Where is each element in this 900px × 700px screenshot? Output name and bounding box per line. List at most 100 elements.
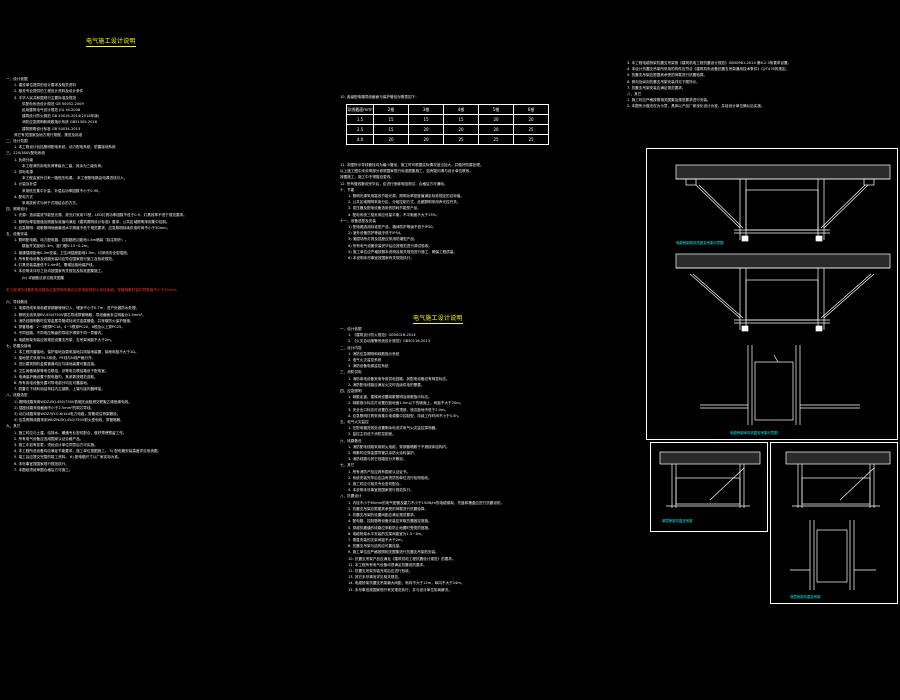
note-line: 7. 本图纸须经审图合格后方可施工。 [14, 467, 73, 472]
label-lateral-bracket: 电缆桥架侧向抗震支吊架示意图 [676, 241, 724, 245]
note-line: 以上施工图中未说明部分参照国家现行标准图集施工，如有疑问请与设计单位联系。 [340, 169, 473, 174]
note-line: 跷板开关距地1.3m，距门框0.15~0.2m。 [22, 244, 91, 249]
cable-tray-small-right [801, 477, 871, 505]
note-line: 十、节能 [340, 187, 355, 192]
note-line: 二、设计范围 [6, 139, 28, 144]
note-line: 2. 所有电气设备应选用国家认证合格产品。 [14, 436, 84, 441]
note-line: 1. 照明配电箱、动力配电箱、控制箱底边距地1.5m暗装（除注明外）。 [14, 238, 129, 243]
note-line: 4) 应急照明线路采用WDZN-BYJ-450/750V耐火型电线，穿管暗敷。 [14, 418, 124, 423]
note-line: 七、其它 [340, 463, 355, 468]
drawing-frame-bottom-right [770, 442, 898, 604]
note-line: 1. 照明光源采用高效节能光源，照明功率密度值满足标准规定的目标值。 [348, 194, 464, 199]
note-line: 1. 在配电箱进线处设置剩余电流式电气火灾监控探测器。 [348, 426, 439, 431]
note-line: 2. 普通插座距地0.3m安装，卫生间插座距地1.5m，均采用安全型插座。 [14, 250, 131, 255]
note-line: 1. 负荷分级 [14, 157, 33, 162]
note-line: 四、应急照明 [340, 389, 362, 394]
note-line: 4. 配电箱、控制箱等设备安装应采取抗震固定措施。 [348, 519, 432, 524]
note-line: 3) 潮湿场所灯具及插座应采用防潮型产品。 [348, 237, 418, 242]
note-line: 13. 其它未尽事宜详见相关规范。 [348, 575, 402, 580]
drawing-frame-large [646, 148, 898, 440]
note-line: 5) 施工单位应严格按照本说明及相关规范进行施工，确保工程质量。 [348, 249, 458, 254]
note-line: 2. 监控主机设于消防控制室。 [348, 432, 396, 437]
note-line: 3. 安全出口标志灯设置在出口的顶部，底边距地不低于2.0m。 [348, 407, 449, 412]
note-line: 十一、设备选型及安装 [340, 218, 376, 223]
note-line: 4. 卫生间做局部等电位联结，总等电位联结箱设于配电室。 [14, 368, 109, 373]
note-line: 4. 配电方式 [14, 194, 33, 199]
table-cell: 25 [513, 134, 549, 145]
note-line: 二、设计内容 [340, 345, 362, 350]
note-line: 本工程消防用电负荷等级为二级，其余为三级负荷。 [22, 163, 105, 168]
note-line: 3. 本工程电缆桥架抗震支吊架按《建筑机电工程抗震设计规范》GB50981-20… [627, 61, 792, 65]
note-line: 4. 应急照明灯具采用集中电源集中控制型，持续工作时间不小于0.5h。 [348, 413, 462, 418]
anchor-top-left [685, 178, 697, 186]
note-line: 民用建筑电气设计规范 JGJ 16-2008 [22, 108, 81, 113]
label-longitudinal-bracket: 电缆桥架纵向抗震支吊架示意图 [730, 431, 778, 435]
slab-small-left [659, 451, 761, 465]
note-line: 2. 明敷时应穿金属导管并涂防火涂料保护。 [348, 451, 418, 456]
note-line: 5. 本说明未详尽之处均按国家有关规范及标准图集施工。 [14, 269, 105, 274]
note-line: 3) 动力线路采用WDZ-YJY-0.6/1kV电力电缆，穿管或沿桥架敷设。 [14, 411, 121, 416]
cable-tray-small-left [675, 477, 741, 505]
note-line: 5. 抗震支吊架应根据其承受的荷载进行抗震验算。 [627, 73, 708, 78]
note-line: 3. 计量及补偿 [14, 182, 37, 187]
brace-left-1 [695, 184, 741, 229]
note-line: 消防应急照明和疏散指示系统 GB51309-2018 [22, 120, 97, 125]
note-line: 7. 防雷引下线利用结构柱内主钢筋，上端与接闪器焊接。 [14, 387, 105, 392]
notes-column-right: 3. 本工程电缆桥架抗震支吊架按《建筑机电工程抗震设计规范》GB50981-20… [627, 60, 879, 110]
note-line: 4. 灯具安装高度低于2.4m时，需增加接地保护线。 [14, 263, 97, 268]
note-line: 4. 本设计抗震支吊架所采用的构件应符合《建筑机电设备抗震支吊架通用技术条件》C… [627, 67, 790, 72]
note-line: 5. 竣工后应提交完整的竣工资料。 6) 配电箱尺寸以厂家实际为准。 [14, 455, 122, 460]
note-line: 2. 系统安装完毕后应由有资质的单位进行检测验收。 [348, 475, 432, 480]
note-line: 4) 所有电气设备安装完毕后应按规范进行调试验收。 [348, 243, 432, 248]
note-line: 按图施工，施工中不得擅自更改。 [340, 175, 394, 180]
note-line: 六、线路敷设 [340, 438, 362, 443]
note-line: 11. 本工程所有电气设备均须满足抗震设防要求。 [348, 562, 427, 567]
note-line: 五、设备安装 [6, 232, 28, 237]
note-line: 15. 未尽事宜按国家现行有关规范执行，并与设计单位协商解决。 [348, 587, 452, 592]
note-line: 建筑照明设计标准 GB 50034-2013 [22, 126, 81, 131]
note-line: 1. 本工程设计包括照明配电系统、动力配电系统、防雷接地系统 [14, 145, 116, 150]
slab-second [675, 253, 891, 269]
slab-top [675, 164, 891, 180]
label-double-tray: 双层桥架抗震支吊架 [790, 595, 821, 599]
note-line: 2. 照明功率密度值及照度标准值均满足《建筑照明设计标准》要求，公共区域照明采用… [14, 219, 170, 224]
note-line: 八、其它 [627, 92, 642, 97]
note-line: 六、导线敷设 [6, 300, 28, 305]
vertical-tray [754, 361, 794, 421]
note-line: 八、抗震设计 [340, 494, 362, 499]
note-line: 八、线路选型 [6, 393, 28, 398]
note-line: 3. 抗震支吊架的设置间距应满足规范要求。 [348, 513, 418, 518]
drawing-frame-bottom-left [650, 442, 768, 532]
note-line: 本工程消防设备配电线路及应急照明线路均应采用阻燃耐火电线电缆，穿管暗敷时保护层厚… [6, 287, 180, 292]
note-line: 采用放射式与树干式相结合的方式。 [22, 201, 80, 206]
note-line: 2. 《火灾自动报警系统设计规范》GB50116-2013 [348, 339, 431, 344]
note-line: 1. 消防应急照明和疏散指示系统 [348, 351, 400, 356]
note-line: 本工程由室外引来一路低压电源。 本工程配电箱由电源进线引入。 [22, 176, 128, 181]
note-line: 一、设计依据 [6, 77, 28, 81]
note-line: 3. 进出建筑物的金属管道均应与接地装置可靠连接。 [14, 362, 98, 367]
note-line: 2. 本图所示做法仅为示意，具体以产品厂家深化设计为准，并经设计单位确认后实施。 [627, 104, 765, 109]
note-line: 一、设计依据 [340, 327, 362, 331]
note-line: 3. 应急照明：疏散照明地面最低水平照度不低于规范要求，应急照明持续供电时间不小… [14, 225, 171, 230]
anchor-top-right [863, 178, 875, 186]
notes-column-middle-mid: 11. 本图所示导线管径均为最小管径，施工时可根据实际情况适当加大，并做好防腐处… [340, 162, 566, 261]
notes-column-middle-top: 10. 各级配电箱导线截面与保护管径对照表如下： [340, 94, 570, 100]
note-line: (b) 详细做法参见相关图集 [22, 275, 65, 280]
note-line: 3. 中华人民共和国现行主要标准及规范 [14, 95, 77, 100]
note-line: 1. 施工时应严格按照相关图集及规范要求进行安装。 [627, 98, 711, 103]
note-line: 12. 所有管线敷设完毕后，应进行绝缘电阻测试，合格后方可通电。 [340, 181, 448, 186]
design-notes-title-text: 电气施工设计说明 [413, 315, 463, 322]
slab-small-right [785, 451, 891, 465]
note-line: 1. 所有消防产品应具有国家认证证书。 [348, 469, 411, 474]
note-line: 1. 电源进线采用电缆穿钢管埋地引入，埋深不小于0.7m，进户处做防水处理。 [14, 306, 140, 311]
note-line: 五、电气火灾监控 [340, 420, 369, 425]
note-line: 6. 所有用电设备外露可导电部分均应可靠接地。 [14, 380, 91, 385]
note-line: 3. 消防线路与其它线路宜分开敷设。 [348, 457, 407, 462]
note-line: 2. 接地型式采用TN-S系统，PE线与N线严格分开。 [14, 356, 96, 361]
note-line: 5. 穿越抗震缝的线路应采取防止地震时受损的措施。 [348, 525, 432, 530]
note-line: 1. 本工程防雷接地、保护接地及弱电接地共用接地装置，接地电阻不大于1Ω。 [14, 349, 139, 354]
note-line: 3. 消防设备电源监控系统 [348, 364, 389, 369]
